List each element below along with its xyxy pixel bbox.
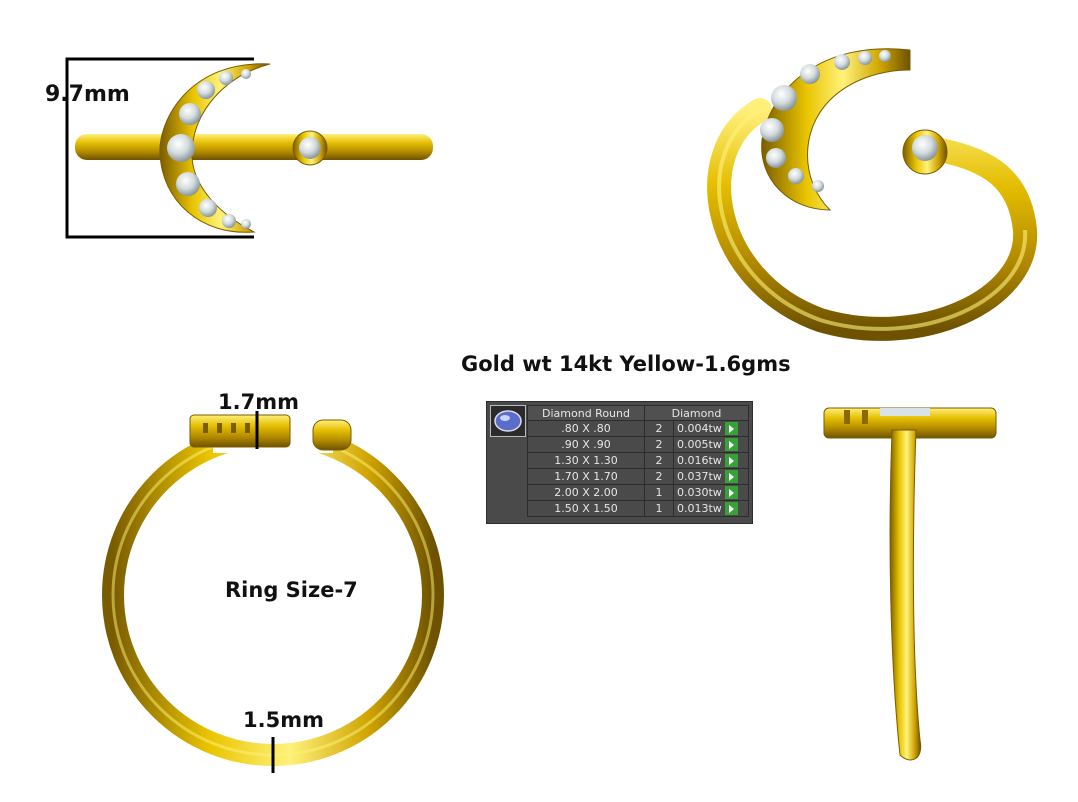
weight-value: 0.030tw <box>677 485 722 499</box>
cell-qty: 2 <box>644 420 674 437</box>
cell-weight: 0.030tw <box>673 484 749 501</box>
gold-weight-label: Gold wt 14kt Yellow-1.6gms <box>461 352 791 376</box>
ring-profile-view <box>823 407 997 761</box>
weight-value: 0.004tw <box>677 421 722 435</box>
cell-size: .90 X .90 <box>527 436 645 453</box>
ring-front-view <box>65 57 433 239</box>
cell-size: 2.00 X 2.00 <box>527 484 645 501</box>
cell-qty: 2 <box>644 436 674 453</box>
table-row: 1.30 X 1.30 2 0.016tw <box>527 452 749 469</box>
cell-size: 1.30 X 1.30 <box>527 452 645 469</box>
table-row: .90 X .90 2 0.005tw <box>527 436 749 453</box>
ring-perspective-view <box>707 48 1038 341</box>
column-header-type: Diamond <box>644 405 749 421</box>
round-diamond-icon <box>490 405 526 437</box>
cell-size: 1.70 X 1.70 <box>527 468 645 485</box>
ring-side-view <box>102 411 444 773</box>
cell-weight: 0.004tw <box>673 420 749 437</box>
row-expand-button[interactable] <box>725 454 739 468</box>
top-band-width-label: 1.7mm <box>218 390 299 414</box>
cell-weight: 0.037tw <box>673 468 749 485</box>
row-expand-button[interactable] <box>725 438 739 452</box>
table-row: 1.70 X 1.70 2 0.037tw <box>527 468 749 485</box>
ring-size-label: Ring Size-7 <box>225 578 358 602</box>
row-expand-button[interactable] <box>725 422 739 436</box>
cell-qty: 1 <box>644 500 674 517</box>
cell-qty: 2 <box>644 452 674 469</box>
cell-size: .80 X .80 <box>527 420 645 437</box>
weight-value: 0.005tw <box>677 437 722 451</box>
cell-weight: 0.016tw <box>673 452 749 469</box>
cell-qty: 2 <box>644 468 674 485</box>
cell-weight: 0.013tw <box>673 500 749 517</box>
cell-weight: 0.005tw <box>673 436 749 453</box>
weight-value: 0.013tw <box>677 501 722 515</box>
table-row: .80 X .80 2 0.004tw <box>527 420 749 437</box>
column-header-shape: Diamond Round <box>527 405 645 421</box>
table-row: 2.00 X 2.00 1 0.030tw <box>527 484 749 501</box>
table-row: 1.50 X 1.50 1 0.013tw <box>527 500 749 517</box>
weight-value: 0.016tw <box>677 453 722 467</box>
weight-value: 0.037tw <box>677 469 722 483</box>
diamond-table-panel: Diamond Round Diamond .80 X .80 2 0.004t… <box>486 401 753 524</box>
row-expand-button[interactable] <box>725 502 739 516</box>
row-expand-button[interactable] <box>725 486 739 500</box>
row-expand-button[interactable] <box>725 470 739 484</box>
cell-qty: 1 <box>644 484 674 501</box>
height-dimension-label: 9.7mm <box>45 82 130 107</box>
bottom-band-width-label: 1.5mm <box>243 708 324 732</box>
cell-size: 1.50 X 1.50 <box>527 500 645 517</box>
diamond-table: Diamond Round Diamond .80 X .80 2 0.004t… <box>527 405 749 517</box>
